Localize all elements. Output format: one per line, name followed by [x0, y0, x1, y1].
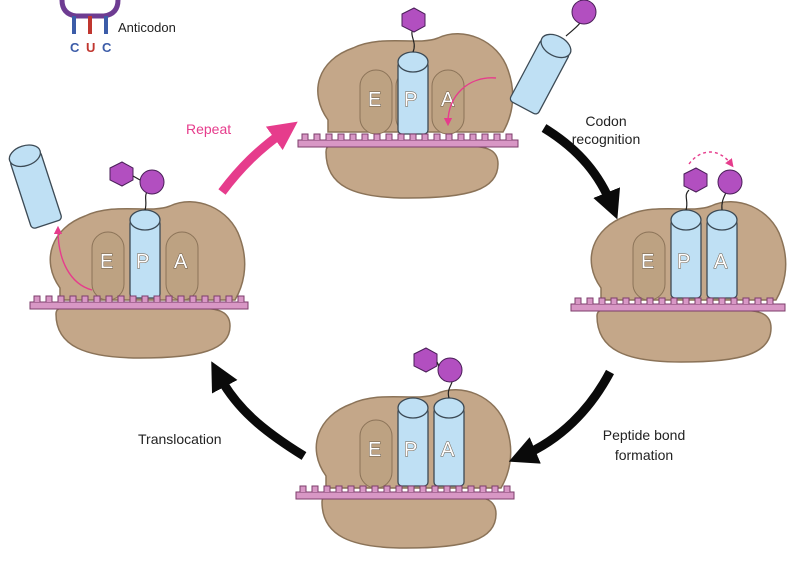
label-recognition: recognition	[572, 131, 641, 147]
small-subunit	[596, 308, 772, 363]
incoming-trna-top	[540, 33, 572, 59]
exiting-trna	[8, 144, 62, 229]
mrna-strand	[29, 301, 249, 310]
site-label-a: A	[714, 251, 728, 273]
peptide-bond	[436, 361, 440, 367]
exit-arrow	[53, 225, 93, 291]
trna-a-top	[706, 209, 738, 231]
trna-p-top	[397, 51, 429, 73]
arrow-translocation	[211, 361, 307, 460]
peptide-bond	[132, 175, 141, 181]
arrow-peptide-bond	[508, 369, 614, 464]
trna-p-top	[397, 397, 429, 419]
label-repeat: Repeat	[186, 121, 231, 137]
site-label-p: P	[677, 251, 690, 273]
label-peptide-bond: Peptide bond	[603, 427, 686, 443]
mrna-strand	[297, 139, 519, 148]
mrna-codons	[299, 485, 511, 492]
site-label-p: P	[136, 251, 149, 273]
label-formation: formation	[615, 447, 673, 463]
site-label-e: E	[641, 251, 654, 273]
exiting-trna-top	[8, 144, 42, 168]
legend-nucleotide-1: C	[70, 40, 80, 55]
amino-acid-hexagon	[683, 167, 708, 193]
incoming-amino-acid	[571, 0, 597, 25]
site-label-e: E	[100, 251, 113, 273]
trna-p-top	[129, 209, 161, 231]
label-codon: Codon	[585, 113, 626, 129]
ribosome-top: E A P	[297, 7, 519, 199]
amino-acid-hexagon	[413, 347, 438, 373]
site-label-e: E	[368, 89, 381, 111]
mrna-codons	[33, 295, 245, 302]
ribosome-bottom: E P A	[295, 347, 515, 549]
small-subunit	[55, 306, 231, 359]
mrna-codons	[301, 133, 513, 140]
site-label-a: A	[174, 251, 188, 273]
ribosome-left: E A P	[29, 161, 249, 359]
anticodon-label: Anticodon	[118, 20, 176, 35]
legend-nucleotide-2: U	[86, 40, 95, 55]
anticodon-legend: C U C Anticodon	[59, 0, 176, 55]
arrow-repeat	[218, 121, 298, 195]
label-translocation: Translocation	[138, 431, 222, 447]
mrna-strand	[295, 491, 515, 500]
peptide-link-p	[685, 189, 690, 211]
amino-acid-circle	[139, 169, 165, 195]
site-label-p: P	[404, 89, 417, 111]
trna-p-top	[670, 209, 702, 231]
small-subunit	[325, 143, 499, 199]
amino-acid-hexagon	[401, 7, 426, 33]
mrna-strand	[570, 303, 786, 312]
legend-nucleotide-3: C	[102, 40, 112, 55]
transfer-arrow	[688, 151, 734, 168]
arrow-codon-recognition	[541, 124, 621, 220]
legend-trna-arc	[59, 0, 121, 19]
incoming-trna	[509, 0, 597, 115]
small-subunit	[321, 494, 497, 549]
amino-acid-circle	[717, 169, 743, 195]
ribosome-right: E P A	[570, 151, 787, 363]
site-label-a: A	[441, 439, 455, 461]
amino-acid-hexagon	[109, 161, 134, 187]
incoming-trna-arrow	[443, 77, 497, 127]
site-label-e: E	[368, 439, 381, 461]
site-label-p: P	[404, 439, 417, 461]
trna-a-top	[433, 397, 465, 419]
amino-acid-circle	[437, 357, 463, 383]
mrna-codons	[574, 297, 774, 304]
